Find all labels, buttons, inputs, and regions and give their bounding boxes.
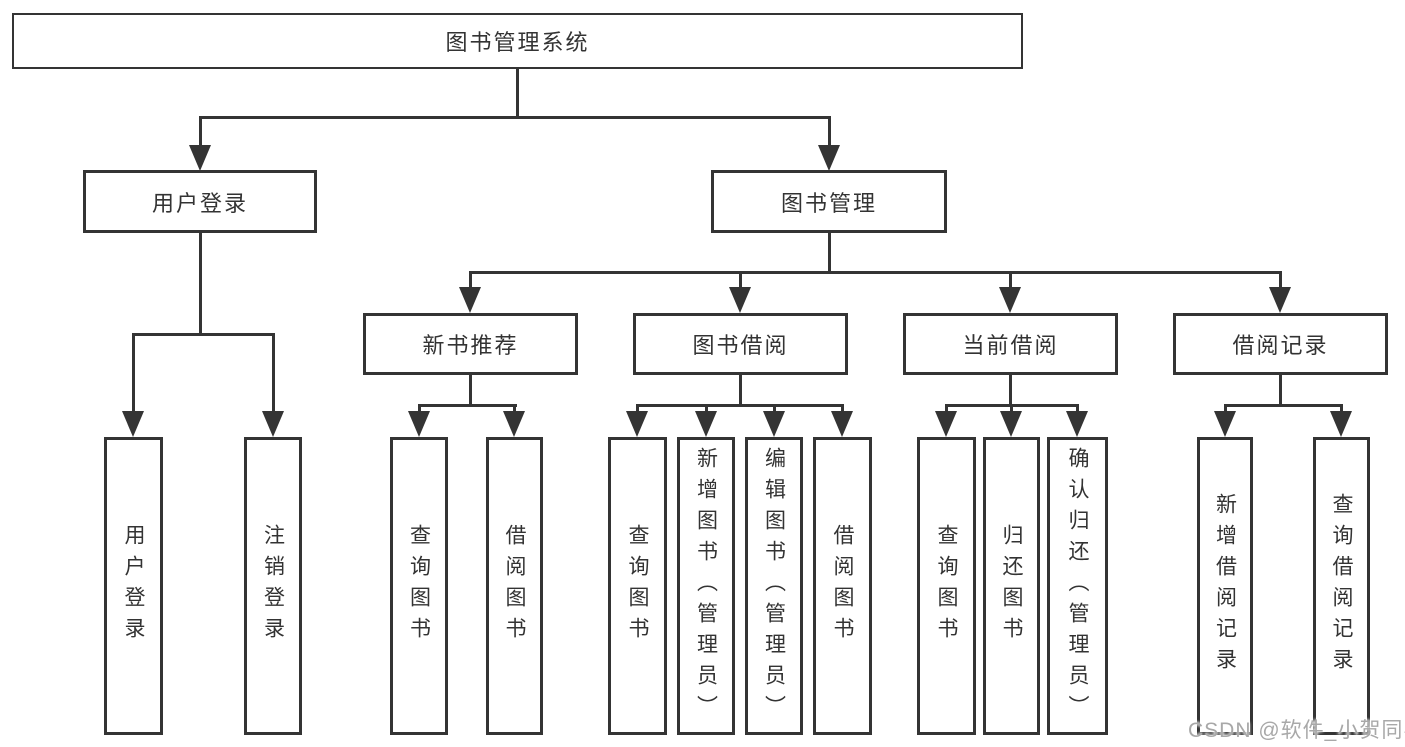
connector-stub	[199, 116, 202, 146]
leaf-query-books-1: 查询图书	[390, 437, 448, 735]
connector-root-bus	[199, 116, 831, 119]
leaf-query-books-2: 查询图书	[608, 437, 667, 735]
connector-bookborrow-drop	[739, 374, 742, 406]
connector-stub	[705, 404, 708, 412]
node-label: 查询借阅记录	[1330, 493, 1353, 679]
leaf-query-books-3: 查询图书	[917, 437, 976, 735]
connector-stub	[272, 333, 275, 411]
connector-newbook-bus	[418, 404, 517, 407]
arrowhead-down-icon	[999, 287, 1021, 313]
node-current-borrowing: 当前借阅	[903, 313, 1118, 375]
connector-stub	[132, 333, 135, 411]
connector-records-drop	[1279, 374, 1282, 406]
node-label: 编辑图书（管理员）	[762, 446, 786, 726]
leaf-add-borrow-record: 新增借阅记录	[1197, 437, 1253, 735]
leaf-user-login: 用户登录	[104, 437, 163, 735]
arrowhead-down-icon	[189, 145, 211, 171]
arrowhead-down-icon	[626, 411, 648, 437]
node-label: 查询图书	[935, 524, 958, 648]
leaf-logout: 注销登录	[244, 437, 302, 735]
leaf-add-books-admin: 新增图书（管理员）	[677, 437, 735, 735]
node-label: 图书管理系统	[445, 30, 590, 55]
connector-stub	[1009, 271, 1012, 288]
arrowhead-down-icon	[831, 411, 853, 437]
node-label: 图书借阅	[692, 333, 789, 358]
leaf-borrow-books-1: 借阅图书	[486, 437, 543, 735]
connector-stub	[739, 271, 742, 288]
connector-newbook-drop	[469, 374, 472, 406]
leaf-edit-books-admin: 编辑图书（管理员）	[745, 437, 803, 735]
leaf-return-books: 归还图书	[983, 437, 1040, 735]
arrowhead-down-icon	[935, 411, 957, 437]
arrowhead-down-icon	[262, 411, 284, 437]
connector-bookmgmt-drop	[828, 233, 831, 274]
connector-stub	[773, 404, 776, 412]
node-label: 用户登录	[151, 190, 248, 216]
arrowhead-down-icon	[1000, 411, 1022, 437]
csdn-watermark: CSDN @软件_小贺同学	[1188, 719, 1405, 742]
connector-stub	[841, 404, 844, 412]
arrowhead-down-icon	[818, 145, 840, 171]
arrowhead-down-icon	[1330, 411, 1352, 437]
node-label: 借阅图书	[503, 524, 526, 648]
connector-records-bus	[1224, 404, 1343, 407]
connector-stub	[1279, 271, 1282, 288]
connector-stub	[469, 271, 472, 288]
connector-stub	[513, 404, 516, 412]
connector-userlogin-bus	[132, 333, 275, 336]
arrowhead-down-icon	[503, 411, 525, 437]
arrowhead-down-icon	[1214, 411, 1236, 437]
node-label: 借阅图书	[831, 524, 854, 648]
arrowhead-down-icon	[695, 411, 717, 437]
node-label: 新增借阅记录	[1213, 493, 1237, 679]
arrowhead-down-icon	[459, 287, 481, 313]
node-book-borrowing: 图书借阅	[633, 313, 848, 375]
connector-currentborrow-drop	[1009, 374, 1012, 406]
connector-stub	[418, 404, 421, 412]
node-label: 当前借阅	[962, 333, 1059, 358]
node-library-management-system: 图书管理系统	[12, 13, 1023, 69]
arrowhead-down-icon	[122, 411, 144, 437]
node-label: 用户登录	[122, 524, 145, 648]
node-label: 新书推荐	[422, 333, 519, 358]
connector-stub	[1076, 404, 1079, 412]
node-book-management: 图书管理	[711, 170, 947, 233]
node-label: 查询图书	[626, 524, 649, 648]
connector-stub	[828, 116, 831, 146]
connector-bookborrow-bus	[636, 404, 844, 407]
arrowhead-down-icon	[729, 287, 751, 313]
connector-stub	[1340, 404, 1343, 412]
node-label: 查询图书	[407, 524, 431, 648]
arrowhead-down-icon	[1066, 411, 1088, 437]
connector-stub	[1010, 404, 1013, 412]
node-label: 确认归还（管理员）	[1066, 446, 1089, 726]
arrowhead-down-icon	[763, 411, 785, 437]
connector-root-drop	[516, 69, 519, 119]
node-label: 新增图书（管理员）	[694, 446, 718, 726]
node-label: 借阅记录	[1232, 333, 1329, 358]
node-label: 归还图书	[1000, 524, 1023, 648]
node-borrow-records: 借阅记录	[1173, 313, 1388, 375]
leaf-confirm-return-admin: 确认归还（管理员）	[1047, 437, 1108, 735]
node-user-login: 用户登录	[83, 170, 317, 233]
arrowhead-down-icon	[408, 411, 430, 437]
connector-stub	[945, 404, 948, 412]
connector-stub	[636, 404, 639, 412]
leaf-borrow-books-2: 借阅图书	[813, 437, 872, 735]
arrowhead-down-icon	[1269, 287, 1291, 313]
node-label: 注销登录	[261, 524, 285, 648]
leaf-query-borrow-record: 查询借阅记录	[1313, 437, 1370, 735]
node-new-book-recommend: 新书推荐	[363, 313, 578, 375]
connector-bookmgmt-bus	[469, 271, 1282, 274]
node-label: 图书管理	[780, 190, 877, 216]
connector-stub	[1224, 404, 1227, 412]
connector-userlogin-drop	[199, 233, 202, 335]
